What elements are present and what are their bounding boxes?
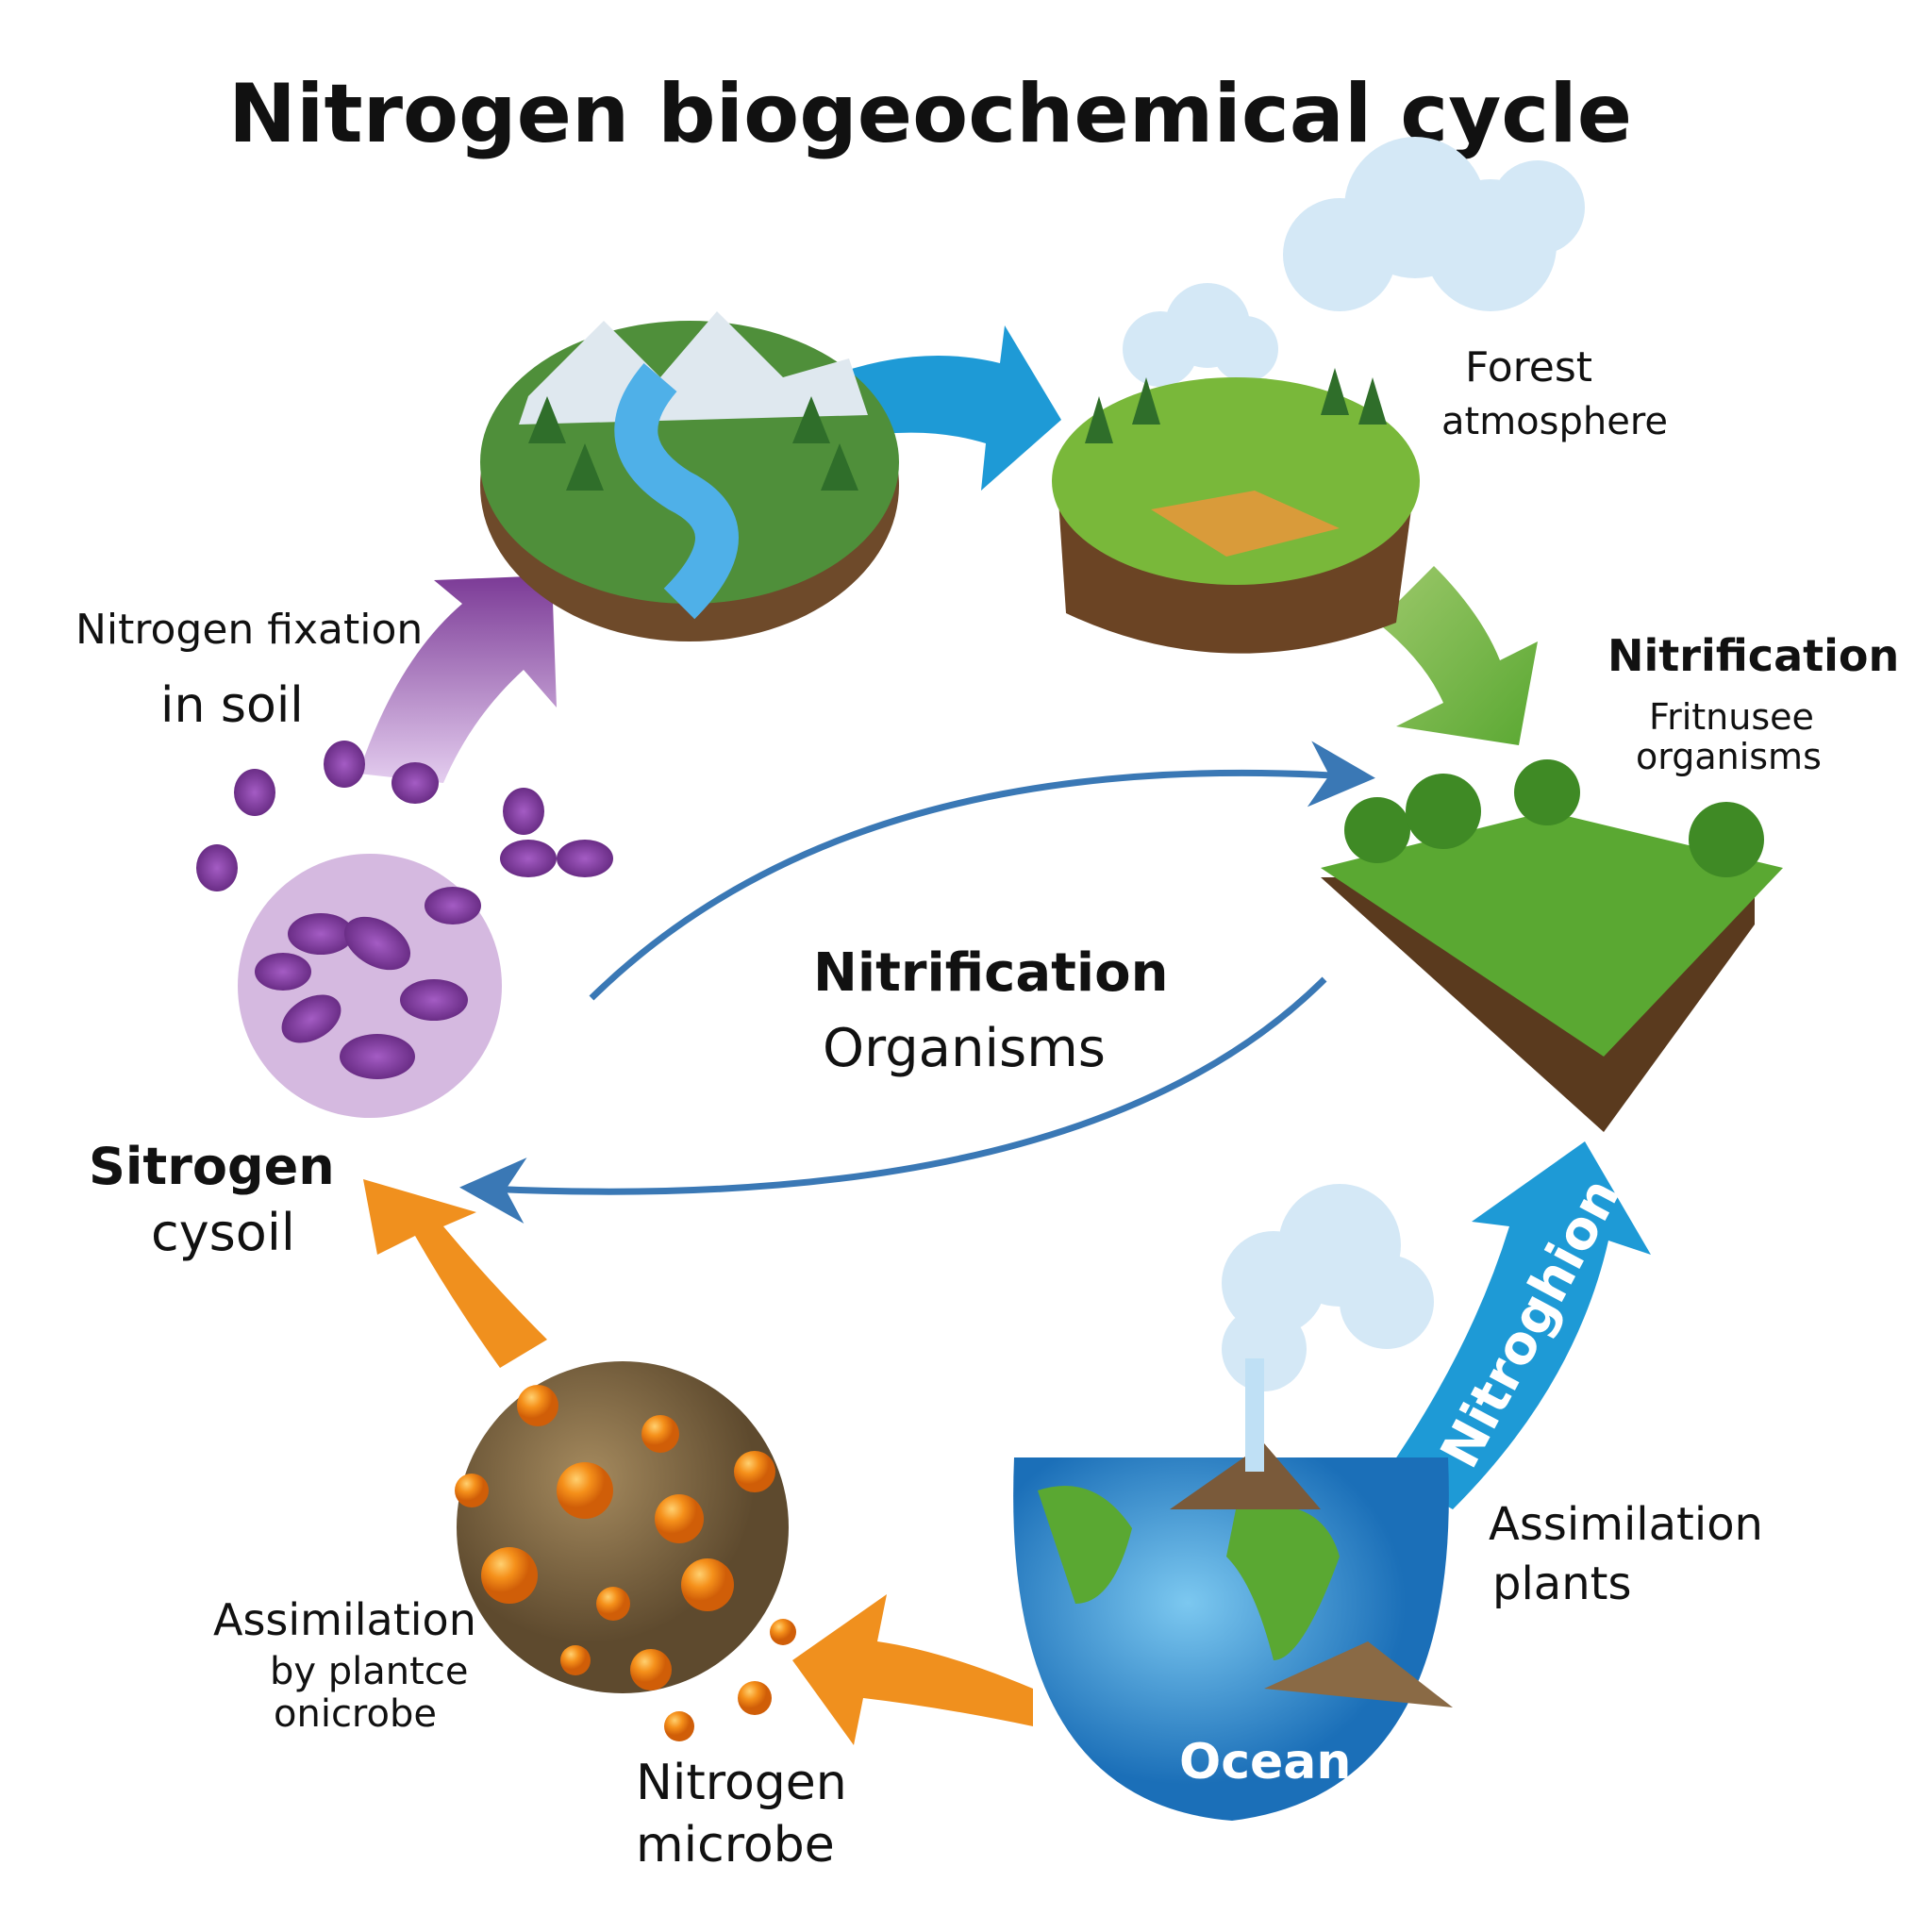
cloud-icon	[1123, 137, 1585, 387]
label-fritnusee: Fritnusee	[1649, 696, 1814, 738]
label-organisms-right: organisms	[1636, 736, 1822, 777]
green-field-scene	[1321, 759, 1783, 1132]
blue-arrow-top	[840, 325, 1061, 491]
label-nitrification-right: Nitrification	[1607, 630, 1899, 681]
label-microbe: microbe	[636, 1817, 835, 1874]
label-assimilation-left: Assimilation	[213, 1594, 476, 1645]
label-center-nitrification: Nitrification	[813, 942, 1168, 1004]
label-nitrogen: Nitrogen	[636, 1755, 847, 1811]
label-plants: plants	[1492, 1557, 1631, 1610]
orange-arrow-bottom	[792, 1594, 1033, 1745]
label-assimilation-plants: Assimilation	[1489, 1498, 1763, 1551]
label-ocean: Ocean	[1179, 1734, 1351, 1790]
label-onicrobe: onicrobe	[274, 1692, 437, 1736]
ocean-globe	[1013, 1184, 1453, 1821]
river-mountain-scene	[480, 311, 899, 641]
label-by-plantce: by plantce	[270, 1650, 468, 1693]
nitrogen-fixing-bacteria	[196, 741, 613, 1118]
farm-island-scene	[1052, 368, 1420, 654]
label-nitrogen-fixation: Nitrogen fixation	[75, 606, 423, 654]
green-arrow	[1377, 566, 1538, 745]
label-cysoil: cysoil	[151, 1203, 295, 1262]
label-in-soil: in soil	[160, 677, 304, 734]
blue-arrow-right	[1387, 1141, 1651, 1509]
cycle-arc-bottom	[459, 976, 1327, 1224]
label-center-organisms: Organisms	[823, 1018, 1106, 1079]
microbe-sphere	[455, 1361, 796, 1741]
label-sitrogen: Sitrogen	[89, 1137, 335, 1196]
label-forest: Forest	[1465, 343, 1592, 391]
label-atmosphere: atmosphere	[1441, 400, 1668, 443]
cycle-arc-top	[589, 741, 1375, 1001]
purple-arrow	[358, 575, 557, 783]
orange-arrow-left	[363, 1179, 547, 1368]
